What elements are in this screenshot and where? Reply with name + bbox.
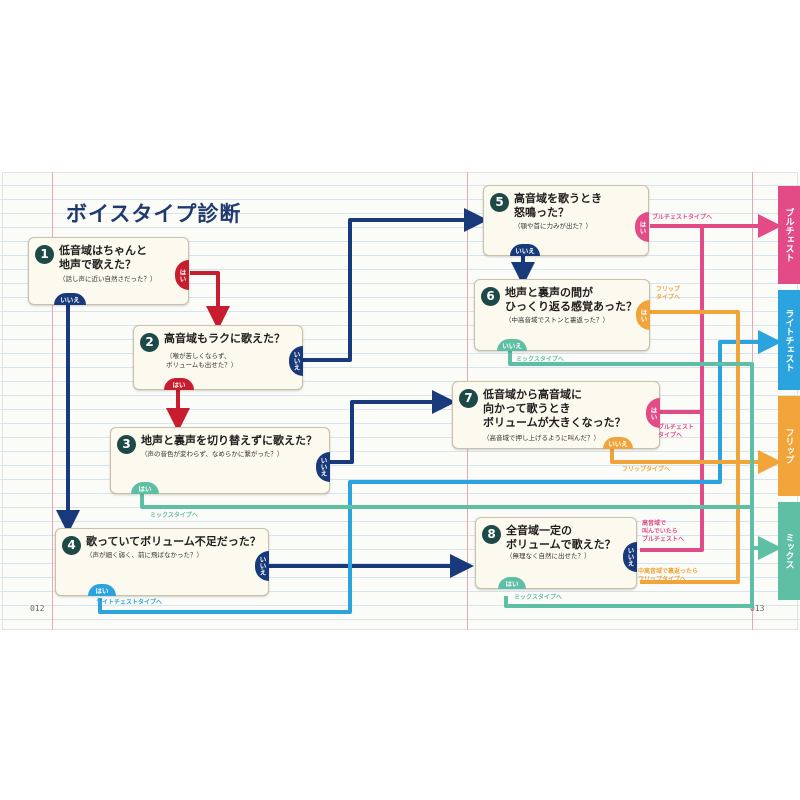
route-label-q3-yes: ミックスタイプへ — [150, 512, 198, 519]
route-label-q6-no: ミックスタイプへ — [516, 356, 564, 363]
page-number-left: 012 — [30, 604, 45, 613]
route-label-q8-no-orange: 中高音域で裏返ったら フリップタイプへ — [638, 568, 699, 583]
yes-tab: はい — [175, 260, 189, 290]
question-number: 3 — [117, 435, 136, 454]
question-card-1: 1 低音域はちゃんと 地声で歌えた？ （話し声に近い自然さだった？） はい いい… — [28, 237, 189, 305]
question-text: 歌っていてボリューム不足だった？ — [86, 535, 261, 548]
route-label-q7-yes: ブルチェスト タイプへ — [658, 424, 695, 439]
wire-q1-yes — [190, 271, 230, 330]
wire-q8-yes — [504, 548, 754, 608]
question-subtext: （喉が苦しくならず、 ボリュームも出せた？） — [166, 352, 238, 369]
no-tab: いいえ — [623, 542, 637, 572]
wire-q7-no — [610, 448, 782, 474]
type-tab-lightchest: ライトチェスト — [778, 290, 800, 390]
yes-tab: はい — [131, 482, 159, 494]
margin-line-left — [52, 172, 53, 630]
question-number: 6 — [481, 287, 500, 306]
question-subtext: （声の音色が変わらず、なめらかに繋がった？） — [141, 450, 284, 458]
question-card-7: 7 低音域から高音域に 向かって歌うとき ボリュームが大きくなった？ （高音域で… — [452, 381, 660, 449]
question-text: 低音域はちゃんと 地声で歌えた？ — [59, 244, 147, 271]
question-number: 1 — [35, 245, 54, 264]
question-text: 高音域もラクに歌えた？ — [164, 332, 285, 345]
no-tab: いいえ — [603, 437, 633, 449]
question-subtext: （中高音域でストンと裏返った？） — [505, 316, 609, 324]
question-number: 7 — [459, 389, 478, 408]
type-tab-mix: ミックス — [778, 502, 800, 600]
wire-q3-yes — [140, 494, 752, 509]
question-text: 低音域から高音域に 向かって歌うとき ボリュームが大きくなった？ — [483, 388, 626, 429]
question-subtext: （話し声に近い自然さだった？） — [59, 275, 157, 283]
question-subtext: （無理なく自然に出せた？） — [506, 552, 591, 560]
no-tab: いいえ — [255, 551, 269, 581]
question-number: 8 — [482, 525, 501, 544]
question-text: 全音域一定の ボリュームで歌えた？ — [506, 524, 616, 551]
question-card-6: 6 地声と裏声の間が ひっくり返る感覚あった？ （中高音域でストンと裏返った？）… — [474, 279, 650, 351]
question-card-2: 2 高音域もラクに歌えた？ （喉が苦しくならず、 ボリュームも出せた？） いいえ… — [133, 325, 303, 390]
question-subtext: （声が細く弱く、前に飛ばなかった？） — [86, 551, 203, 559]
no-tab: いいえ — [510, 244, 540, 256]
route-label-q7-no: フリップタイプへ — [622, 466, 671, 473]
wire-q6-yes — [640, 310, 740, 584]
page-title: ボイスタイプ診断 — [66, 202, 242, 226]
route-label-q6-yes: フリップ タイプへ — [656, 286, 681, 301]
page-number-right: 013 — [750, 604, 765, 613]
route-label-q4-yes: ライトチェストタイプへ — [96, 599, 163, 606]
yes-tab: はい — [636, 300, 650, 330]
yes-tab: はい — [498, 577, 526, 589]
route-label-q8-yes: ミックスタイプへ — [514, 594, 562, 601]
no-tab: いいえ — [54, 293, 86, 305]
wire-pink-trunk — [640, 226, 704, 552]
question-card-5: 5 高音域を歌うとき 怒鳴った？ （顎や首に力みが出た？） はい いいえ — [483, 185, 649, 256]
no-tab: いいえ — [497, 339, 527, 351]
question-number: 4 — [62, 536, 81, 555]
question-text: 地声と裏声を切り替えずに歌えた？ — [141, 434, 317, 447]
yes-tab: はい — [646, 398, 660, 428]
question-card-8: 8 全音域一定の ボリュームで歌えた？ （無理なく自然に出せた？） いいえ はい — [475, 517, 637, 589]
wire-q2-no — [303, 208, 488, 362]
yes-tab: はい — [88, 584, 116, 596]
wire-q4-yes — [98, 330, 782, 614]
type-tab-bullchest: ブルチェスト — [778, 186, 800, 284]
type-tab-flip: フリップ — [778, 396, 800, 496]
question-card-3: 3 地声と裏声を切り替えずに歌えた？ （声の音色が変わらず、なめらかに繋がった？… — [110, 427, 330, 494]
question-card-4: 4 歌っていてボリューム不足だった？ （声が細く弱く、前に飛ばなかった？） いい… — [55, 528, 269, 596]
route-label-q8-no-pink: 高音域で 叫んでいたら ブルチェストへ — [642, 520, 685, 543]
question-subtext: （顎や首に力みが出た？） — [514, 222, 592, 230]
question-subtext: （高音域で押し上げるように叫んだ？） — [483, 434, 600, 442]
yes-tab: はい — [164, 378, 194, 390]
yes-tab: はい — [635, 212, 649, 242]
no-tab: いいえ — [316, 452, 330, 482]
wire-q3-no — [329, 390, 456, 464]
route-label-q5-yes: ブルチェストタイプへ — [652, 214, 713, 221]
question-number: 5 — [490, 193, 509, 212]
question-text: 地声と裏声の間が ひっくり返る感覚あった？ — [505, 286, 637, 313]
question-number: 2 — [140, 333, 159, 352]
no-tab: いいえ — [289, 346, 303, 376]
question-text: 高音域を歌うとき 怒鳴った？ — [514, 192, 602, 219]
wire-q6-no — [508, 350, 782, 560]
